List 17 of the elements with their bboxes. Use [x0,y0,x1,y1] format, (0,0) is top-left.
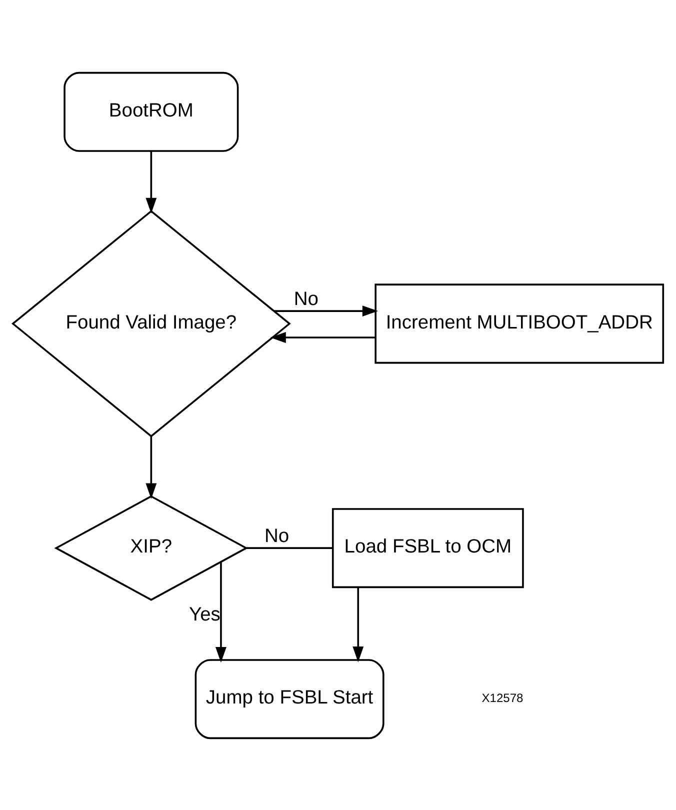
node-diamond: Found Valid Image? [11,210,291,437]
edge-label: No [294,288,318,310]
arrow [270,332,376,342]
node-box: Increment MULTIBOOT_ADDR [374,283,664,364]
connector [246,546,332,548]
arrow [146,436,157,498]
label: X12578 [482,690,524,705]
arrow [146,150,157,213]
arrow [274,305,378,316]
arrow [352,586,364,662]
node-box: BootROM [64,71,239,152]
node-diamond: XIP? [54,494,248,600]
edge-label: Yes [189,604,220,625]
node-box: Jump to FSBL Start [194,658,384,739]
edge-label: No [264,525,290,546]
arrow [215,562,226,662]
node-box: Load FSBL to OCM [332,508,524,588]
